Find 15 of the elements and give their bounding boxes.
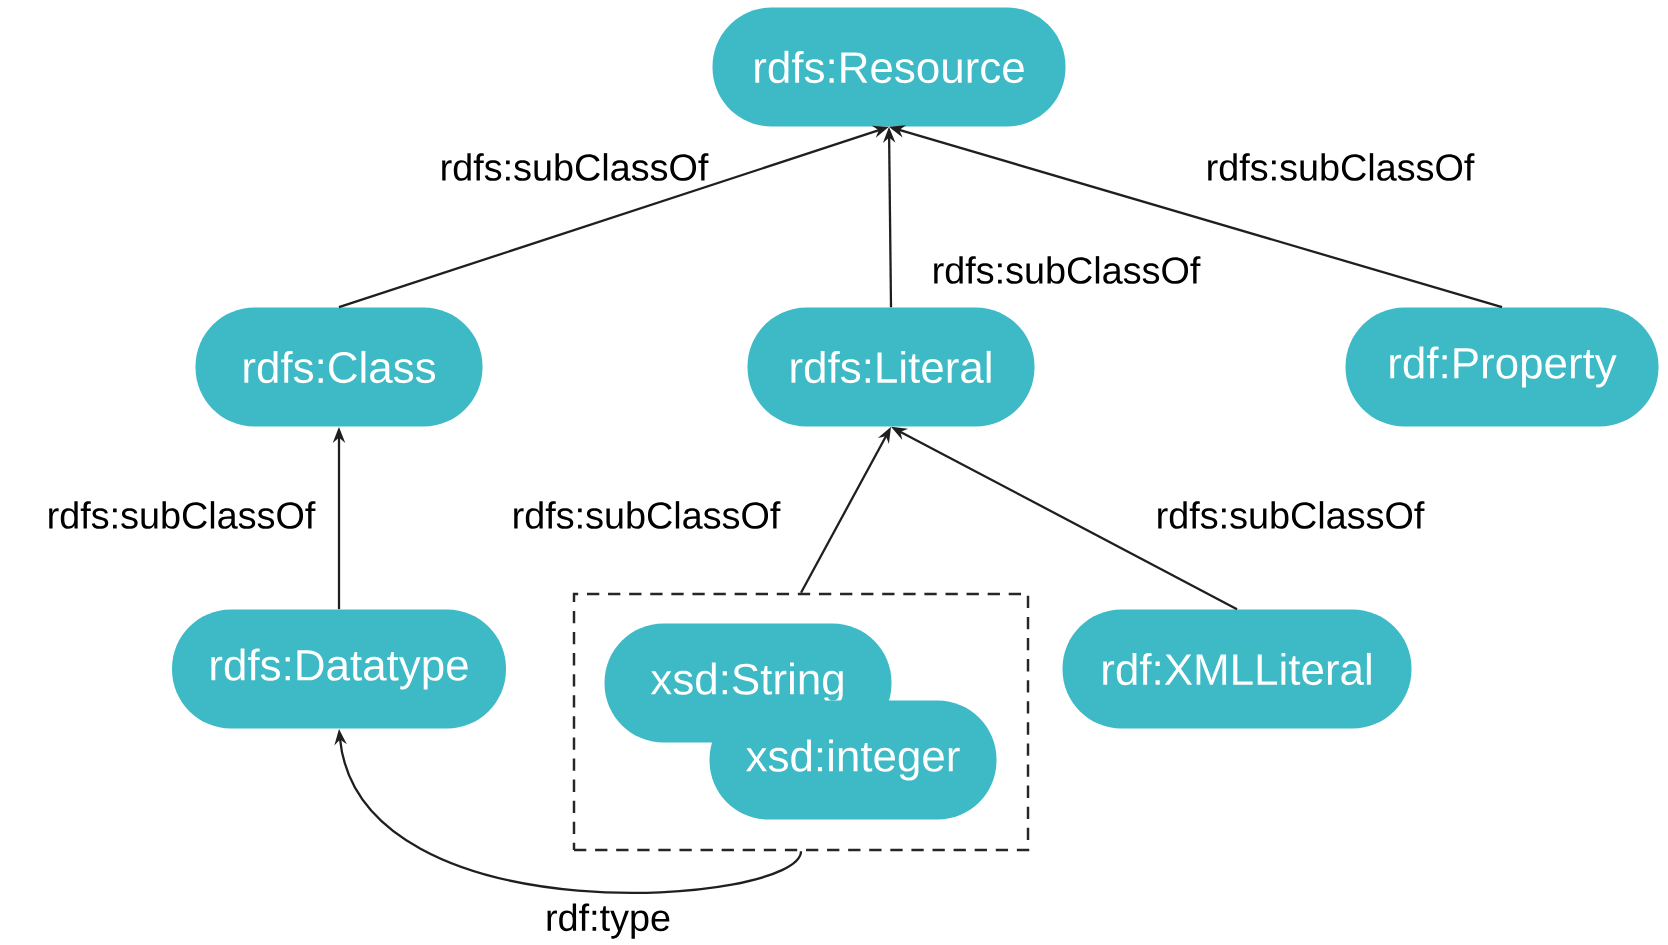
class-node: rdf:XMLLiteral bbox=[1062, 609, 1412, 729]
class-node: xsd:integer bbox=[709, 700, 997, 820]
class-node: rdfs:Datatype bbox=[172, 609, 506, 729]
edge-label: rdfs:subClassOf bbox=[1153, 499, 1427, 531]
edge-label: rdfs:subClassOf bbox=[44, 499, 318, 531]
class-node: rdfs:Literal bbox=[747, 307, 1035, 427]
class-node: rdfs:Class bbox=[195, 307, 483, 427]
edge-label: rdfs:subClassOf bbox=[437, 151, 711, 183]
class-node: rdf:Property bbox=[1345, 307, 1659, 427]
dashed-group-box bbox=[572, 592, 1030, 852]
edge-label: rdfs:subClassOf bbox=[509, 499, 783, 531]
edge-label: rdf:type bbox=[543, 901, 673, 941]
edge-label: rdfs:subClassOf bbox=[929, 254, 1203, 286]
edge-label: rdfs:subClassOf bbox=[1203, 151, 1477, 183]
class-node: rdfs:Resource bbox=[712, 7, 1066, 127]
